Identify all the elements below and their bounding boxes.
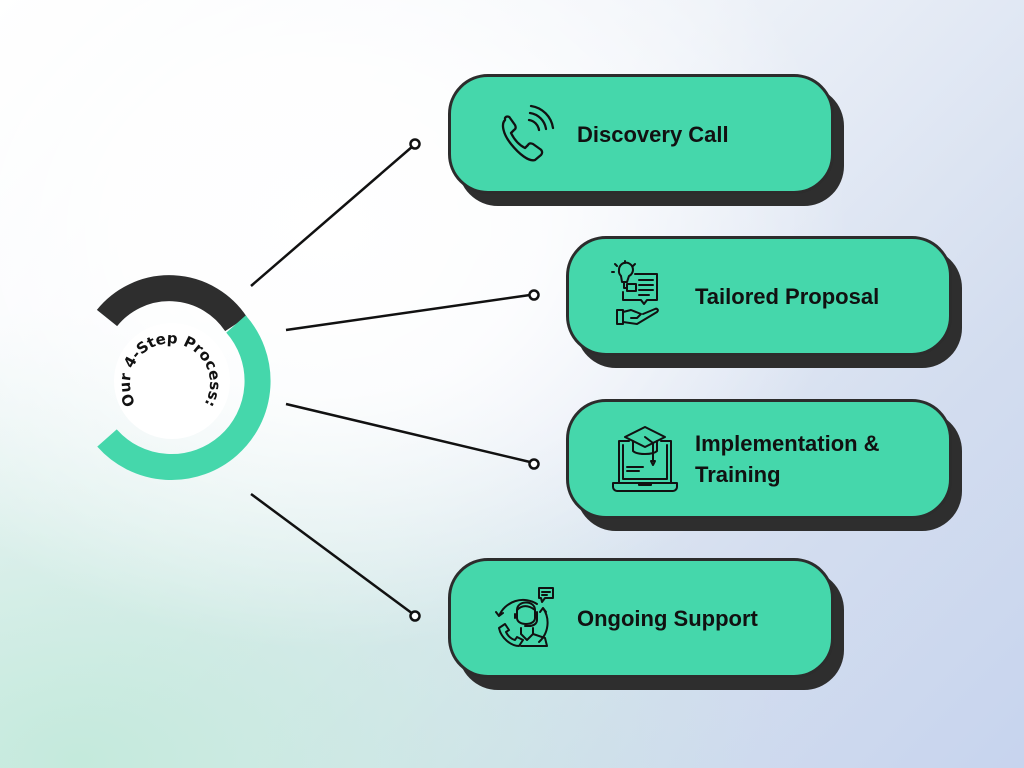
step-card-implementation-training: Implementation & Training bbox=[566, 399, 962, 531]
step-label: Discovery Call bbox=[577, 121, 729, 147]
connector-3 bbox=[285, 402, 531, 464]
laptop-graduation-cap-icon bbox=[612, 426, 678, 492]
card-face: Tailored Proposal bbox=[566, 236, 952, 356]
connectors bbox=[250, 138, 540, 622]
card-face: Discovery Call bbox=[448, 74, 834, 194]
customer-support-agent-icon bbox=[495, 587, 554, 647]
step-label: Tailored Proposal bbox=[695, 283, 880, 309]
hub-ring-dark-segment bbox=[96, 275, 247, 332]
connector-1 bbox=[250, 145, 414, 287]
hub-ring-green-segment bbox=[97, 315, 271, 481]
step-card-tailored-proposal: Tailored Proposal bbox=[566, 236, 962, 368]
step-label-line2: Training bbox=[695, 462, 781, 487]
connector-2 bbox=[285, 293, 531, 332]
step-card-discovery-call: Discovery Call bbox=[448, 74, 844, 206]
process-hub: Our 4-Step Process: bbox=[96, 275, 271, 481]
connector-3-endpoint bbox=[528, 458, 540, 470]
hub-center bbox=[114, 323, 230, 439]
connector-1-endpoint bbox=[409, 138, 421, 150]
step-card-ongoing-support: Ongoing Support bbox=[448, 558, 844, 690]
card-face: Ongoing Support bbox=[448, 558, 834, 678]
step-label: Ongoing Support bbox=[577, 605, 758, 631]
step-label-line1: Implementation & bbox=[695, 431, 880, 456]
idea-proposal-hand-icon bbox=[611, 260, 659, 325]
card-face: Implementation & Training bbox=[566, 399, 952, 519]
connector-2-endpoint bbox=[528, 289, 540, 301]
connector-4-endpoint bbox=[409, 610, 421, 622]
phone-call-icon bbox=[501, 104, 555, 162]
step-label: Implementation & Training bbox=[695, 428, 880, 490]
connector-4 bbox=[250, 492, 414, 616]
